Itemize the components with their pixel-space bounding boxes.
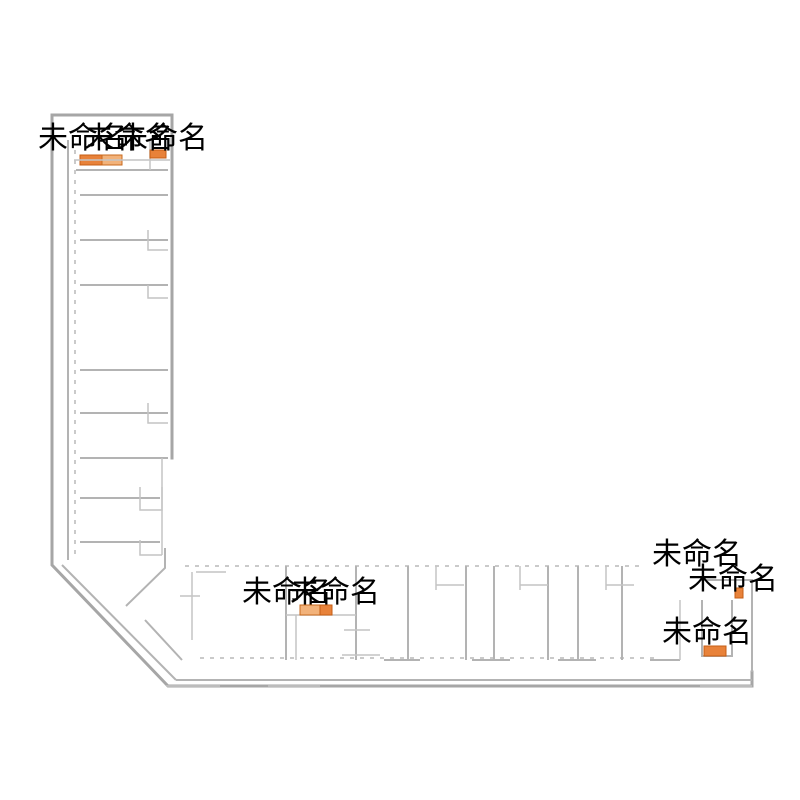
right-tower [679,579,753,672]
middle-rooms [299,604,333,616]
left-wing-partitions [74,140,168,560]
bottom-wing-partitions [180,565,680,661]
outer-walls [50,113,754,688]
top-left-rooms [74,149,170,166]
